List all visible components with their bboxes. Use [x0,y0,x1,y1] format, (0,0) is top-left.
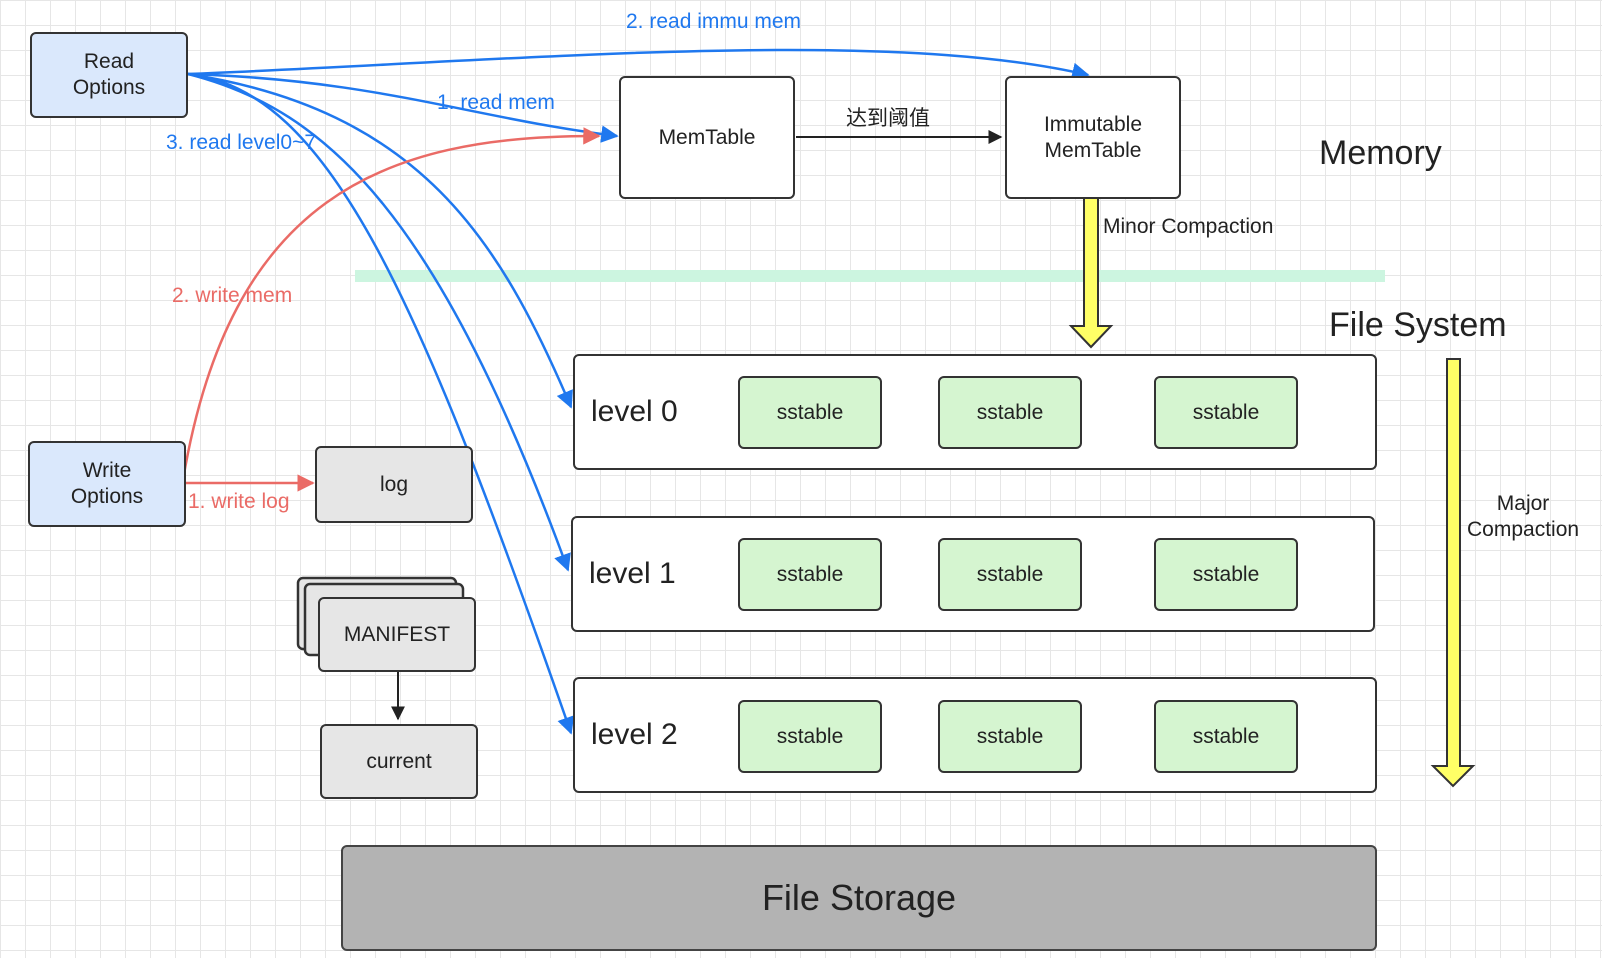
edge-read-level0 [187,72,573,409]
edge-write-mem [181,127,601,481]
level-label: level 0 [591,395,678,428]
edge-read-immu-mem [187,48,1090,80]
sstable: sstable [1154,700,1298,773]
edge-label-read-level: 3. read level0~7 [166,131,317,154]
edge-label-write-log: 1. write log [188,490,290,513]
memory-filesystem-separator [355,270,1385,282]
sstable: sstable [738,376,882,449]
sstable: sstable [1154,538,1298,611]
read-options-node: Read Options [30,32,188,118]
edge-label-read-mem: 1. read mem [437,91,555,114]
sstable: sstable [738,538,882,611]
sstable: sstable [738,700,882,773]
sstable: sstable [1154,376,1298,449]
edge-label-threshold: 达到阈值 [846,106,930,130]
write-options-node: Write Options [28,441,186,527]
current-node: current [320,724,478,799]
edge-read-mem [187,72,619,143]
level-0-container: level 0 sstable sstable sstable [573,354,1377,470]
level-label: level 1 [589,557,676,590]
immutable-memtable-node: Immutable MemTable [1005,76,1181,199]
sstable: sstable [938,376,1082,449]
major-compaction-label: Major Compaction [1467,492,1580,541]
level-2-container: level 2 sstable sstable sstable [573,677,1377,793]
sstable: sstable [938,538,1082,611]
file-system-section-title: File System [1329,306,1507,344]
file-storage-node: File Storage [341,845,1377,951]
level-label: level 2 [591,718,678,751]
major-compaction-arrow [1430,358,1476,788]
memory-section-title: Memory [1319,134,1442,172]
memtable-node: MemTable [619,76,795,199]
edge-label-read-immu-mem: 2. read immu mem [626,10,802,33]
sstable: sstable [938,700,1082,773]
log-node: log [315,446,473,523]
minor-compaction-label: Minor Compaction [1103,215,1274,238]
manifest-node: MANIFEST [318,597,476,672]
edge-read-level2 [187,72,575,735]
level-1-container: level 1 sstable sstable sstable [571,516,1375,632]
edge-label-write-mem: 2. write mem [172,284,293,307]
minor-compaction-arrow [1068,197,1114,349]
